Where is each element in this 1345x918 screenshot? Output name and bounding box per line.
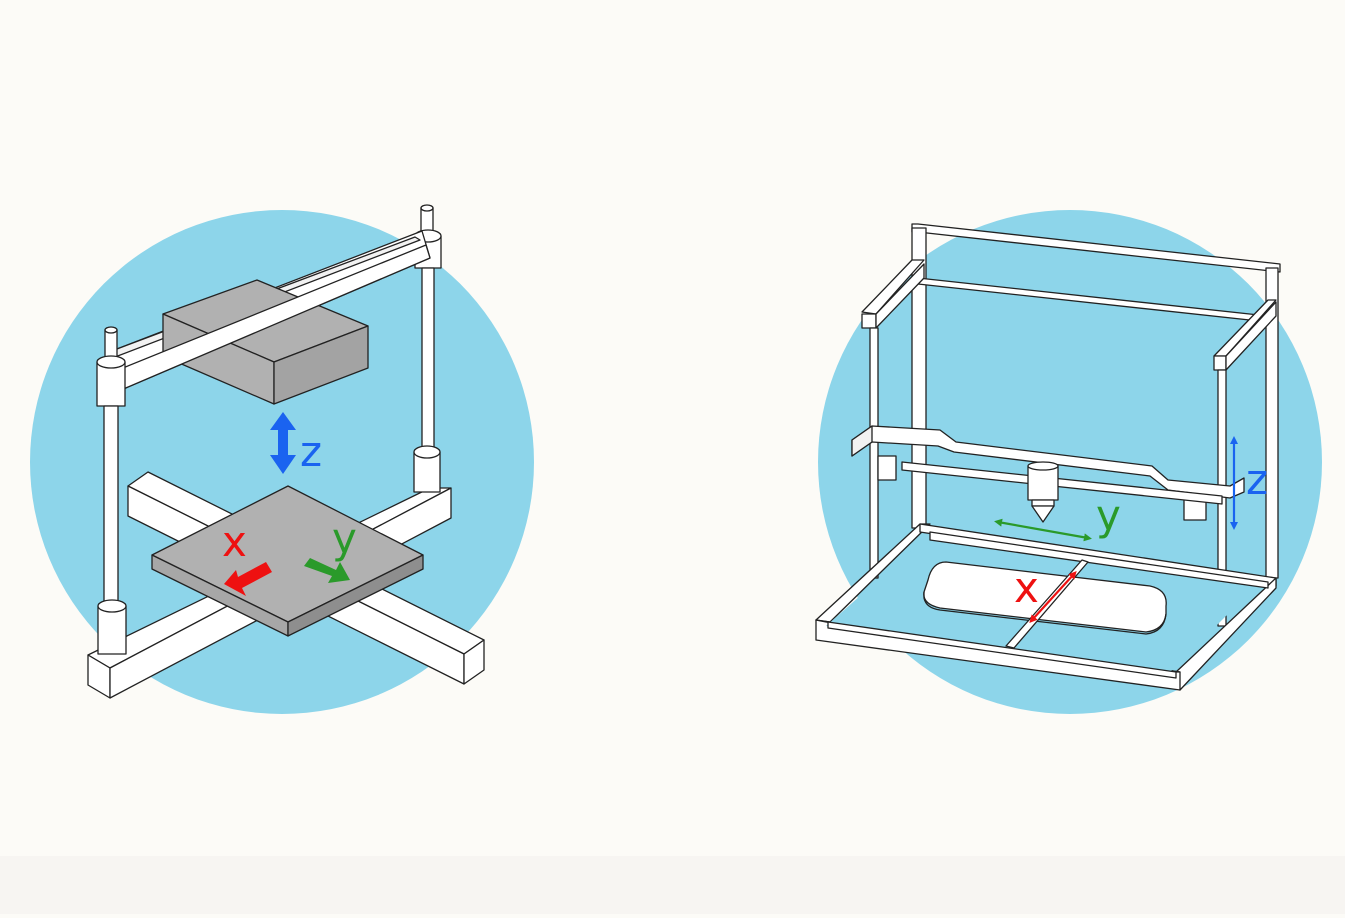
left-printer-diagram: z x y bbox=[30, 204, 534, 714]
right-back-panel bbox=[911, 223, 1281, 579]
left-z-label: z bbox=[300, 427, 322, 476]
left-z-arrow bbox=[270, 412, 296, 474]
right-y-arrow bbox=[994, 518, 1092, 542]
right-x-arrow bbox=[1029, 571, 1077, 623]
right-extruder bbox=[1027, 461, 1059, 523]
left-column-left bbox=[96, 326, 127, 655]
bottom-strip bbox=[0, 856, 1345, 914]
right-x-label: x bbox=[1014, 563, 1039, 612]
left-y-arrow bbox=[304, 558, 350, 583]
right-printer-diagram: x y z bbox=[815, 210, 1322, 714]
right-z-label: z bbox=[1246, 455, 1268, 504]
left-build-plate bbox=[151, 485, 424, 637]
left-x-label: x bbox=[222, 517, 247, 566]
right-y-label: y bbox=[1096, 491, 1121, 540]
left-y-label: y bbox=[332, 514, 357, 563]
left-x-arrow bbox=[224, 562, 272, 596]
